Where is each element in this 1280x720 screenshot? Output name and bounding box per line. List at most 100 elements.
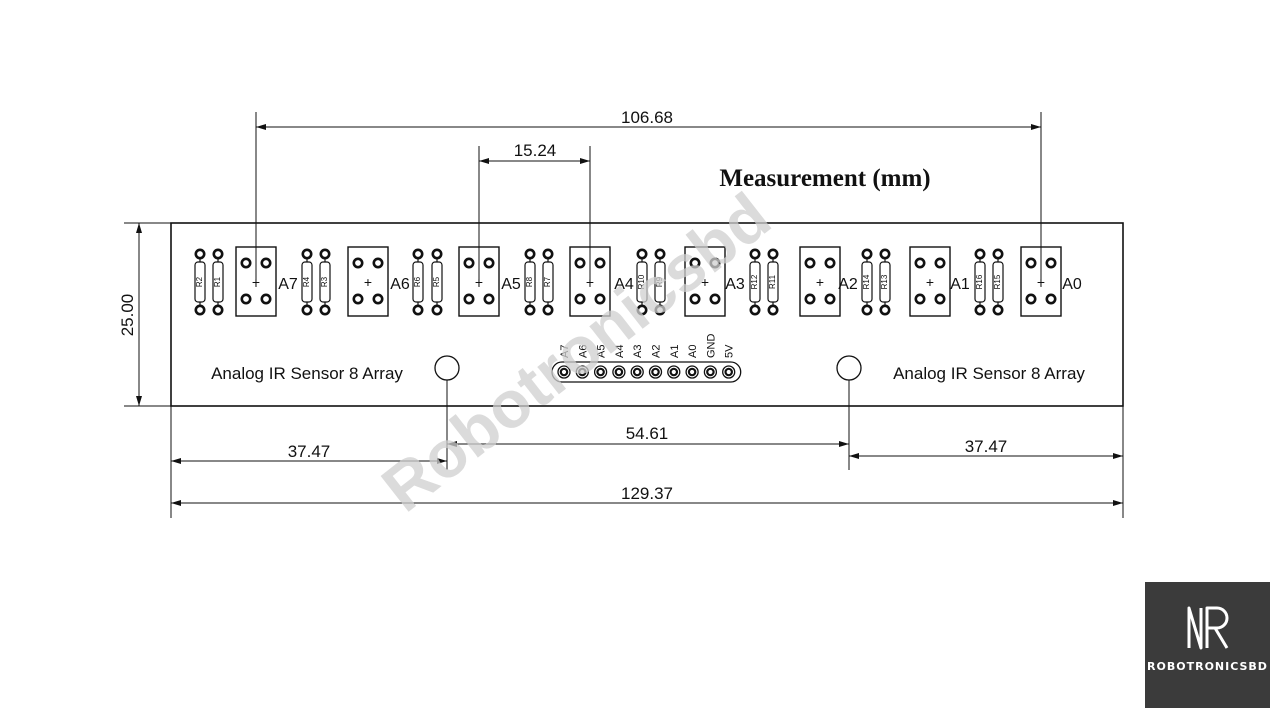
sensor-pad	[352, 257, 364, 269]
sensor-pad	[574, 293, 586, 305]
dimension-right-offset-label: 37.47	[965, 437, 1008, 456]
sensor-pad	[594, 293, 606, 305]
drawing-title: Measurement (mm)	[719, 165, 930, 192]
resistor-label: R14	[862, 274, 871, 289]
sensor-channel-label: A0	[1062, 276, 1082, 293]
resistor-pad	[542, 304, 554, 316]
sensor-pad	[240, 293, 252, 305]
sensor-channel-label: A7	[278, 276, 298, 293]
sensor-pad	[483, 257, 495, 269]
header-pin-hole	[614, 367, 624, 377]
resistor-body	[654, 261, 666, 303]
resistor-label: R9	[655, 276, 664, 287]
header-pin-label: A5	[596, 345, 608, 358]
header-pin-label: A7	[559, 345, 571, 358]
header-pin-hole	[724, 367, 734, 377]
header-pin-label: A0	[687, 345, 699, 358]
sensor-plus-mark: +	[926, 274, 934, 290]
sensor-channel-label: A5	[501, 276, 521, 293]
resistor-label: R5	[432, 276, 441, 287]
dimension-top-span-label: 106.68	[621, 108, 673, 127]
header-pin-label: A4	[614, 345, 626, 358]
header-pin-pad	[703, 365, 718, 379]
resistor-pad	[974, 248, 986, 260]
header-pin-pad	[612, 365, 626, 379]
resistor-pad	[861, 304, 873, 316]
sensor-plus-mark: +	[816, 274, 824, 290]
resistor-label: R2	[195, 276, 204, 287]
resistor-label: R15	[993, 274, 1002, 289]
board-label-left: Analog IR Sensor 8 Array	[211, 364, 403, 383]
sensor-pad	[689, 293, 701, 305]
resistor-pad	[301, 248, 313, 260]
resistor-pad	[524, 304, 536, 316]
resistor-label: R8	[525, 276, 534, 287]
header-pin-hole	[706, 367, 715, 377]
resistor-pad	[319, 304, 331, 316]
mounting-hole-right	[836, 355, 862, 381]
dimension-total-length-label: 129.37	[621, 484, 673, 503]
sensor-channel-label: A4	[614, 276, 634, 293]
dimension-height	[124, 222, 171, 407]
sensor-pad	[804, 293, 816, 305]
header-pin-label: GND	[705, 334, 717, 359]
sensor-channel-label: A3	[725, 276, 745, 293]
board-label-right: Analog IR Sensor 8 Array	[893, 364, 1085, 383]
resistor-body	[319, 261, 331, 303]
header-pin-pad	[648, 365, 663, 379]
resistor-label: R12	[750, 274, 759, 289]
sensor-channel-label: A2	[838, 276, 858, 293]
resistor-pad	[524, 248, 536, 260]
resistor-label: R4	[302, 276, 311, 287]
sensor-pad	[689, 257, 701, 269]
resistor-label: R7	[543, 276, 552, 287]
resistor-body	[212, 261, 224, 303]
header-pin-hole	[596, 367, 605, 377]
watermark-text: Robotronicsbd	[368, 178, 783, 525]
resistor-pad	[194, 248, 206, 260]
dimension-top-span	[255, 112, 1042, 287]
pin-header	[551, 361, 742, 383]
header-pin-pad	[685, 365, 699, 379]
resistor-pad	[879, 304, 891, 316]
sensor-pad	[463, 293, 475, 305]
sensor-pad	[934, 257, 946, 269]
sensor-pad	[914, 293, 926, 305]
brand-logo: ROBOTRONICSBD	[1145, 582, 1270, 708]
sensor-pad	[1045, 293, 1057, 305]
dimension-pitch-label: 15.24	[514, 141, 557, 160]
dimension-pitch	[478, 146, 591, 287]
resistor-label: R13	[880, 274, 889, 289]
resistor-label: R16	[975, 274, 984, 289]
ir-sensor-module	[684, 246, 726, 317]
header-pin-pad	[667, 365, 681, 379]
resistor-pad	[412, 248, 424, 260]
resistor-pad	[212, 248, 224, 260]
resistor-pad	[212, 304, 224, 316]
resistor-pad	[861, 248, 873, 260]
header-pin-hole	[669, 367, 679, 377]
resistor-pad	[974, 304, 986, 316]
resistor-body	[992, 261, 1004, 303]
resistor-body	[879, 261, 891, 303]
brand-logo-text: ROBOTRONICSBD	[1147, 660, 1268, 673]
resistor-body	[767, 261, 779, 303]
ir-sensor-module	[347, 246, 389, 317]
sensor-pad	[934, 293, 946, 305]
header-pin-hole	[577, 367, 587, 377]
resistor-pad	[992, 304, 1004, 316]
mounting-hole-left	[434, 355, 460, 381]
sensor-pad	[260, 257, 272, 269]
resistor-body	[974, 261, 986, 303]
resistor-label: R10	[637, 274, 646, 289]
rr-monogram-icon	[1187, 606, 1229, 650]
resistor-label: R6	[413, 276, 422, 287]
header-pin-label: A2	[651, 345, 663, 358]
header-pin-label: A1	[669, 345, 681, 358]
sensor-pad	[1025, 293, 1037, 305]
resistor-pad	[992, 248, 1004, 260]
sensor-pad	[709, 293, 721, 305]
resistor-pad	[749, 304, 761, 316]
